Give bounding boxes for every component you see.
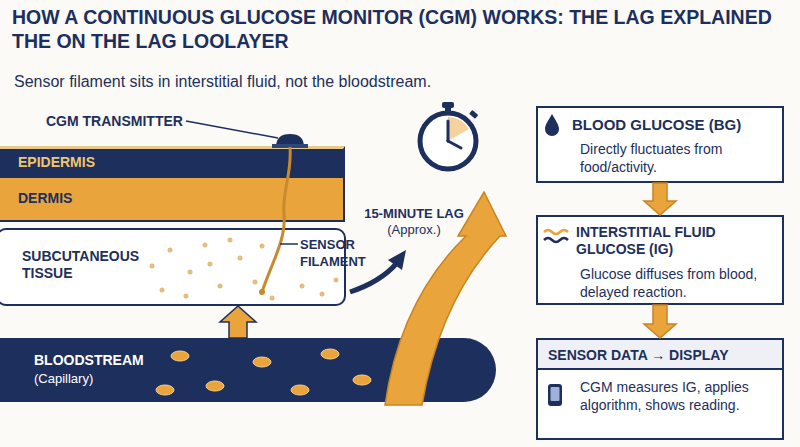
flow-arrow — [644, 183, 676, 215]
arrow-shape — [220, 306, 256, 338]
stopwatch-segment — [448, 117, 469, 141]
stopwatch-crown — [442, 102, 454, 108]
process-box: INTERSTITIAL FLUID GLUCOSE (IG) Glucose d… — [536, 215, 784, 305]
stopwatch-face — [420, 113, 476, 169]
stopwatch-hand — [447, 121, 450, 141]
layer-name: EPIDERMIS — [18, 154, 95, 171]
vessel-note: (Capillary) — [34, 370, 93, 388]
skin-layer-band: DERMIS — [0, 178, 345, 222]
box-body: Directly fluctuates from food/activity. — [580, 140, 776, 176]
tissue-box: SUBCUTANEOUS TISSUE — [0, 228, 346, 306]
box-heading: BLOOD GLUCOSE (BG) — [572, 116, 741, 133]
arrow-head — [388, 250, 406, 270]
box-heading: SENSOR DATA → DISPLAY — [538, 340, 782, 370]
box-heading: INTERSTITIAL FLUID GLUCOSE (IG) — [576, 224, 776, 258]
flow-arrow — [644, 305, 676, 338]
vessel-name: BLOODSTREAM — [34, 352, 144, 369]
part-label: CGM TRANSMITTER — [46, 113, 216, 130]
skin-layer-band: EPIDERMIS — [0, 146, 345, 178]
leader-line — [186, 121, 278, 138]
stopwatch-button — [469, 110, 478, 119]
diagram-title: HOW A CONTINUOUS GLUCOSE MONITOR (CGM) W… — [12, 5, 794, 53]
layer-name: DERMIS — [18, 190, 72, 207]
process-box: SENSOR DATA → DISPLAY CGM measures IG, ap… — [536, 338, 784, 440]
layer-name: SUBCUTANEOUS TISSUE — [22, 248, 152, 282]
stopwatch-icon — [420, 102, 478, 169]
arrow-shape — [644, 183, 676, 215]
box-body: Glucose diffuses from blood, delayed rea… — [580, 265, 776, 301]
capillary-tube: BLOODSTREAM(Capillary) — [0, 338, 496, 402]
stopwatch-stem — [445, 107, 451, 113]
box-body: CGM measures IG, applies algorithm, show… — [580, 378, 776, 414]
arrow-shape — [644, 305, 676, 338]
stopwatch-hand — [448, 141, 461, 148]
lag-note: (Approx.) — [358, 222, 470, 238]
flow-arrow — [220, 306, 256, 338]
lag-label: 15-MINUTE LAG — [358, 205, 470, 222]
process-box: BLOOD GLUCOSE (BG) Directly fluctuates fr… — [536, 106, 784, 183]
subtitle: Sensor filament sits in interstitial flu… — [14, 72, 574, 92]
part-label: SENSOR FILAMENT — [300, 236, 386, 270]
